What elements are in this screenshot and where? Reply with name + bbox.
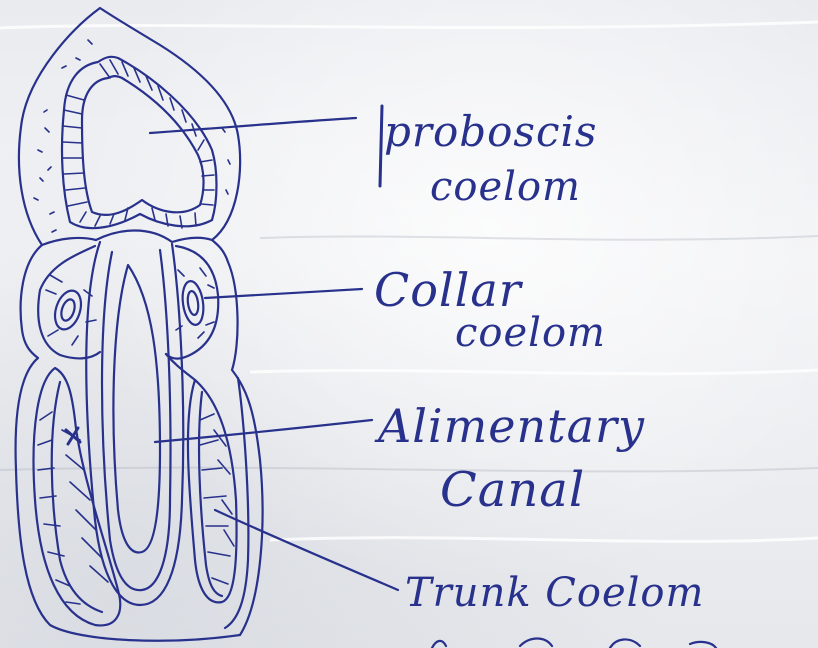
label-collar-line1: Collar (374, 263, 524, 317)
trunk-left-coelom-inner (52, 382, 102, 612)
label-collar-line2: coelom (455, 310, 606, 356)
label-alimentary-line2: Canal (440, 462, 585, 518)
label-alimentary-line1: Alimentary (374, 399, 645, 453)
collar-left-coelom-inner (59, 298, 77, 323)
label-proboscis-line2: coelom (430, 164, 581, 210)
leader-line-collar-coelom (205, 289, 362, 298)
collar-boundary (42, 231, 212, 246)
leader-line-proboscis-coelom (150, 118, 356, 133)
cut-off-ink-strokes (432, 639, 716, 648)
collar-left-band (38, 246, 100, 358)
proboscis-letter-stroke (380, 106, 382, 186)
crease-line (260, 236, 818, 240)
collar-right-coelom-outer (180, 280, 206, 326)
trunk-right-coelom-outer (188, 380, 237, 602)
leader-line-trunk-coelom (215, 510, 398, 590)
trunk-right-coelom-inner (199, 392, 222, 596)
label-proboscis-line1: proboscis (384, 107, 597, 156)
body-outline (16, 8, 263, 641)
collar-right-coelom-inner (186, 290, 199, 315)
crease-line (270, 538, 818, 542)
crease-line (250, 370, 818, 374)
alimentary-canal-lumen (113, 265, 160, 553)
crease-line (0, 468, 818, 472)
proboscis-coelom-cavity (82, 76, 204, 215)
label-trunk-coelom: Trunk Coelom (405, 570, 704, 616)
